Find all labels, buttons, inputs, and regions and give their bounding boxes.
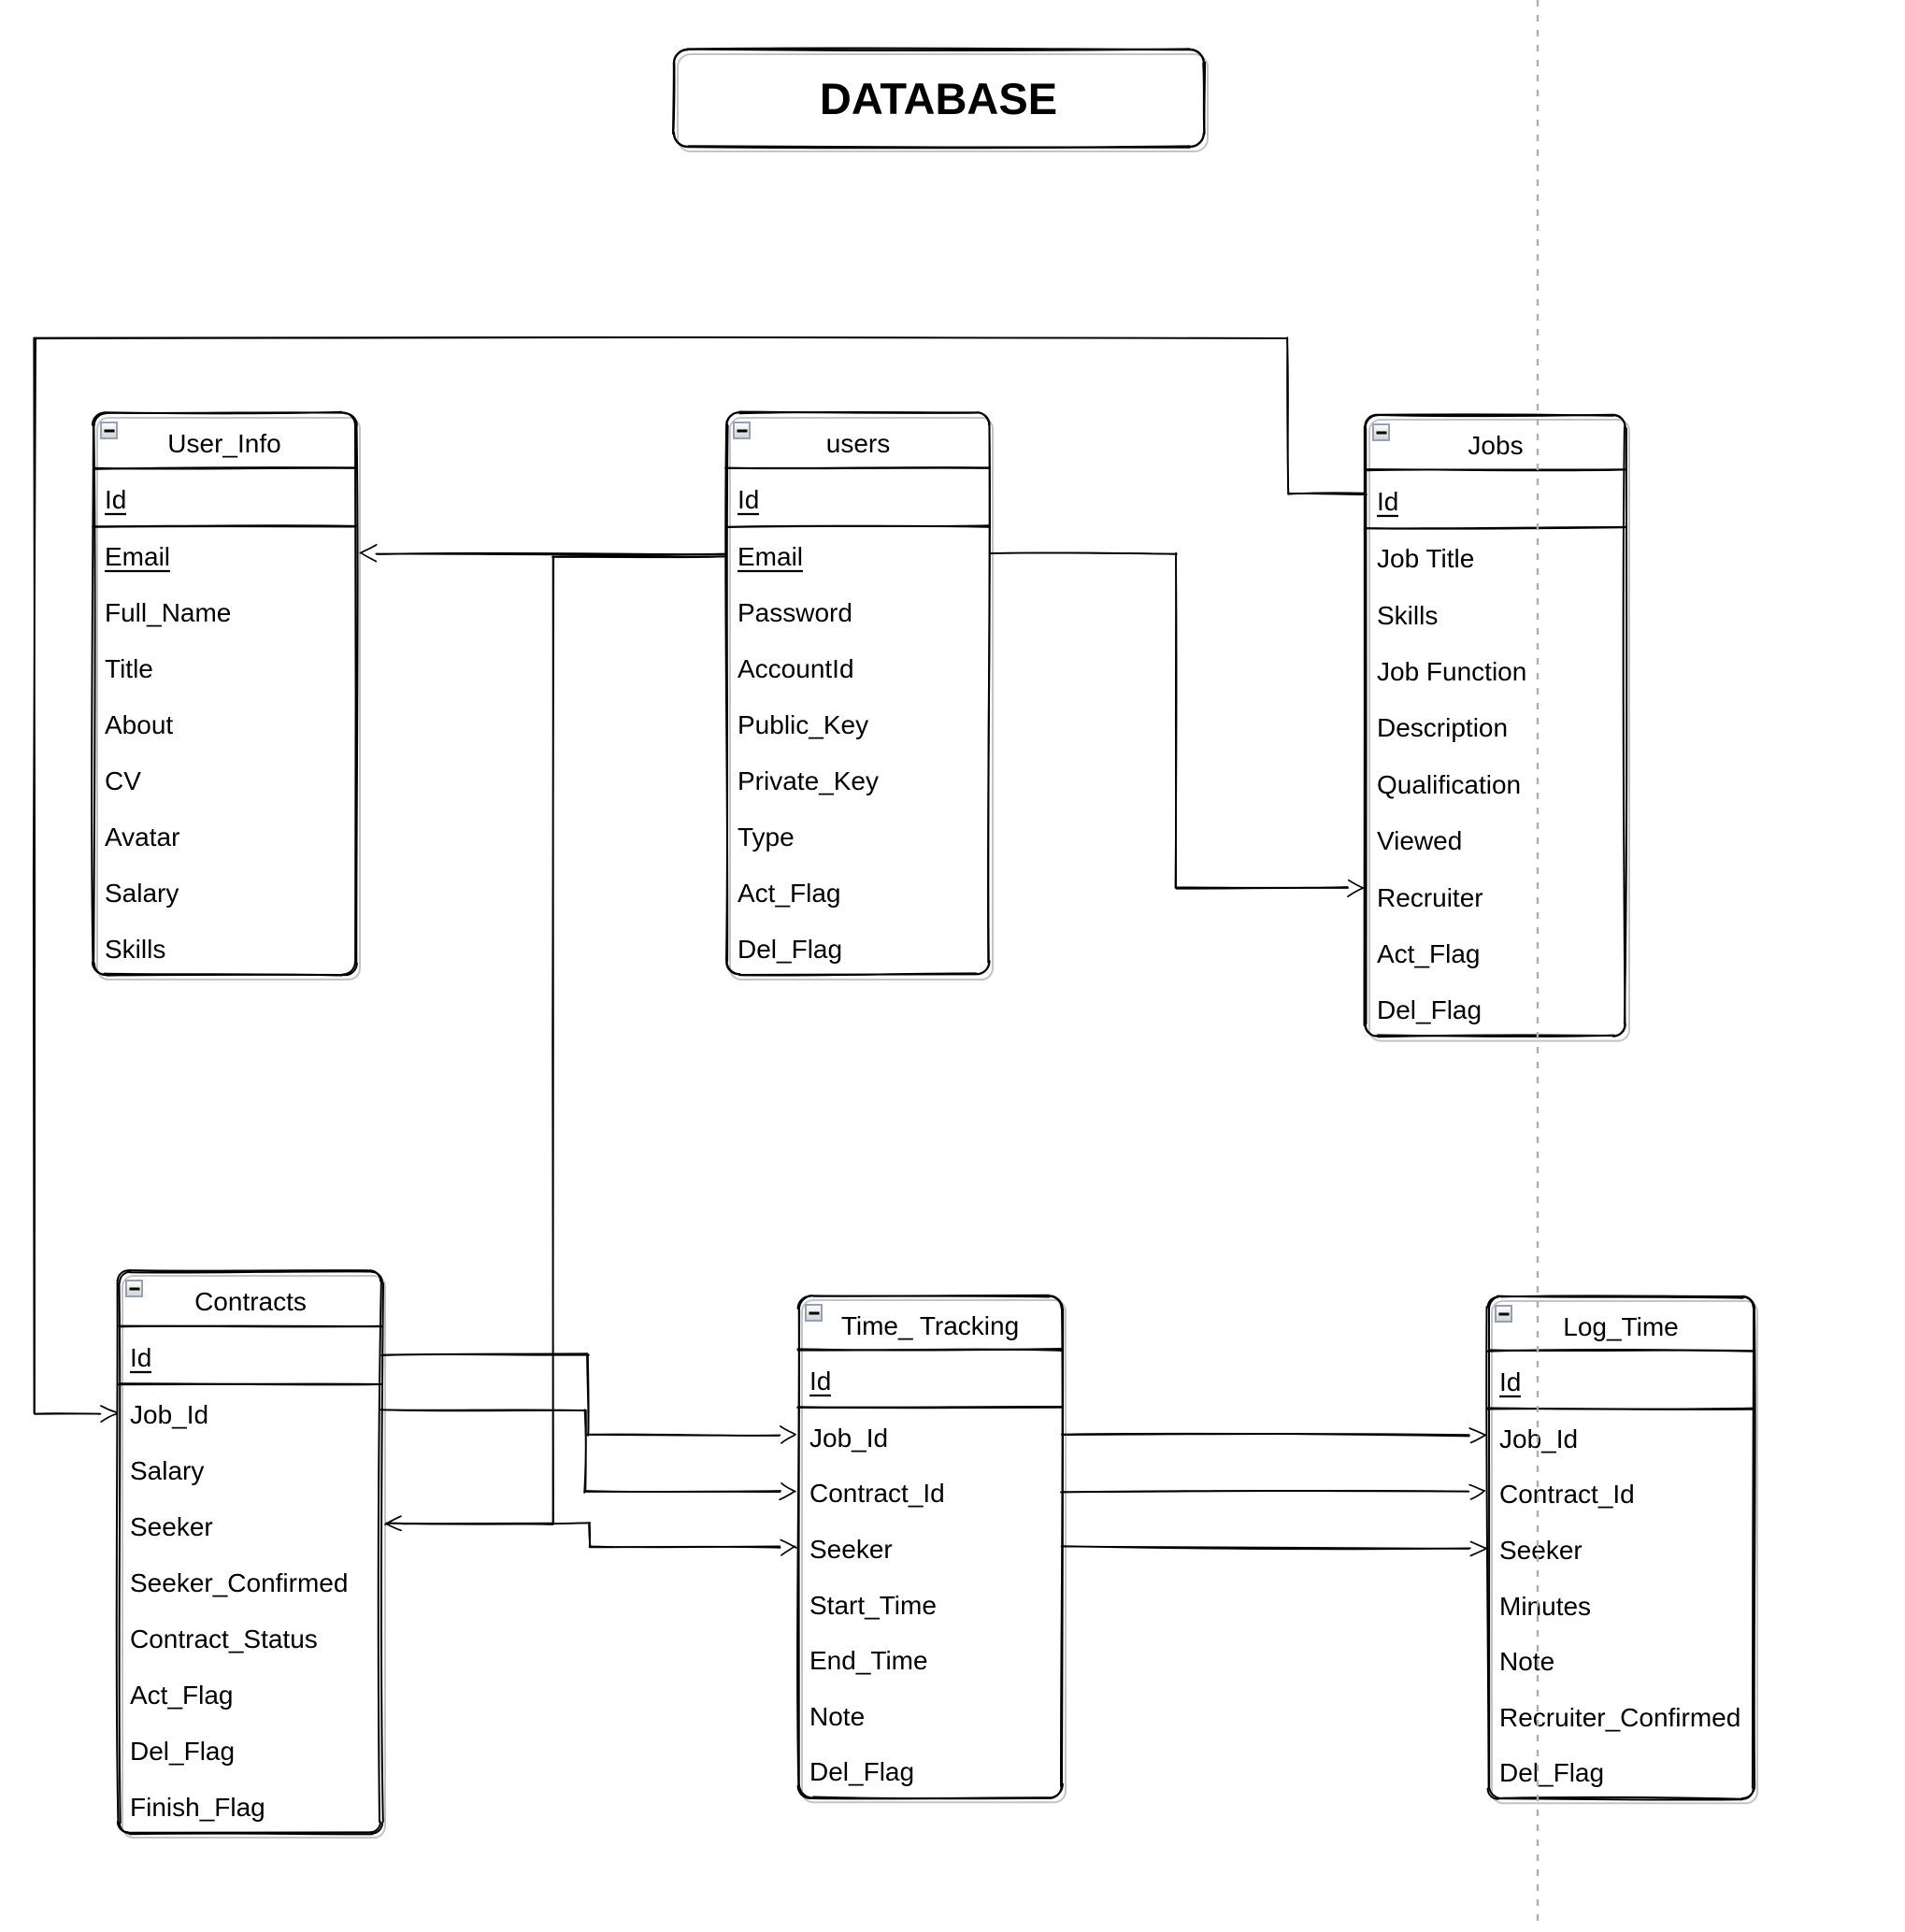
svg-text:Note: Note (1499, 1647, 1554, 1676)
svg-text:Seeker_Confirmed: Seeker_Confirmed (130, 1568, 348, 1597)
svg-text:Job_Id: Job_Id (809, 1424, 888, 1453)
svg-text:Type: Type (738, 823, 795, 852)
svg-text:Id: Id (1499, 1367, 1521, 1396)
svg-text:Viewed: Viewed (1377, 826, 1462, 855)
svg-text:Id: Id (1377, 487, 1398, 516)
svg-text:Log_Time: Log_Time (1563, 1312, 1678, 1341)
svg-text:Time_ Tracking: Time_ Tracking (841, 1311, 1019, 1340)
svg-text:Private_Key: Private_Key (738, 766, 879, 795)
svg-text:DATABASE: DATABASE (820, 74, 1057, 123)
svg-text:Salary: Salary (130, 1456, 204, 1485)
svg-text:Email: Email (738, 542, 803, 571)
svg-text:Job Title: Job Title (1377, 544, 1474, 573)
svg-text:Contract_Status: Contract_Status (130, 1624, 318, 1653)
svg-text:Title: Title (105, 654, 153, 683)
svg-text:Avatar: Avatar (105, 823, 179, 852)
svg-text:Id: Id (130, 1343, 151, 1372)
svg-text:Del_Flag: Del_Flag (809, 1757, 914, 1786)
svg-text:Del_Flag: Del_Flag (1499, 1758, 1604, 1787)
svg-text:Del_Flag: Del_Flag (1377, 995, 1482, 1024)
svg-text:Seeker: Seeker (130, 1512, 213, 1541)
svg-text:Start_Time: Start_Time (809, 1591, 937, 1620)
svg-text:AccountId: AccountId (738, 654, 854, 683)
svg-text:CV: CV (105, 766, 141, 795)
svg-text:Del_Flag: Del_Flag (130, 1737, 235, 1766)
svg-text:Id: Id (105, 485, 126, 514)
svg-text:Public_Key: Public_Key (738, 710, 868, 739)
svg-text:Id: Id (738, 485, 759, 514)
svg-text:Password: Password (738, 598, 852, 627)
svg-text:Skills: Skills (1377, 601, 1438, 630)
svg-text:Act_Flag: Act_Flag (738, 879, 841, 908)
svg-text:Email: Email (105, 542, 170, 571)
svg-text:Full_Name: Full_Name (105, 598, 231, 627)
svg-text:Note: Note (809, 1702, 865, 1731)
svg-text:About: About (105, 710, 173, 739)
svg-text:Recruiter: Recruiter (1377, 883, 1483, 912)
svg-text:Qualification: Qualification (1377, 770, 1521, 799)
svg-text:Del_Flag: Del_Flag (738, 935, 842, 964)
svg-text:Seeker: Seeker (1499, 1536, 1583, 1565)
svg-text:Recruiter_Confirmed: Recruiter_Confirmed (1499, 1703, 1740, 1732)
svg-text:User_Info: User_Info (167, 429, 280, 458)
svg-text:Act_Flag: Act_Flag (1377, 939, 1481, 968)
svg-text:Act_Flag: Act_Flag (130, 1681, 234, 1710)
svg-text:Description: Description (1377, 713, 1508, 742)
svg-text:Contract_Id: Contract_Id (1499, 1480, 1635, 1509)
svg-text:Seeker: Seeker (809, 1535, 893, 1564)
svg-text:Salary: Salary (105, 879, 179, 908)
svg-text:Contracts: Contracts (194, 1287, 307, 1316)
svg-text:Contract_Id: Contract_Id (809, 1479, 945, 1508)
svg-text:Job Function: Job Function (1377, 657, 1526, 686)
svg-text:Finish_Flag: Finish_Flag (130, 1793, 265, 1822)
svg-text:users: users (826, 429, 890, 458)
svg-text:End_Time: End_Time (809, 1646, 928, 1675)
svg-text:Id: Id (809, 1367, 831, 1395)
svg-text:Job_Id: Job_Id (130, 1400, 208, 1429)
svg-text:Jobs: Jobs (1468, 431, 1523, 460)
svg-text:Skills: Skills (105, 935, 165, 964)
svg-text:Minutes: Minutes (1499, 1592, 1591, 1621)
